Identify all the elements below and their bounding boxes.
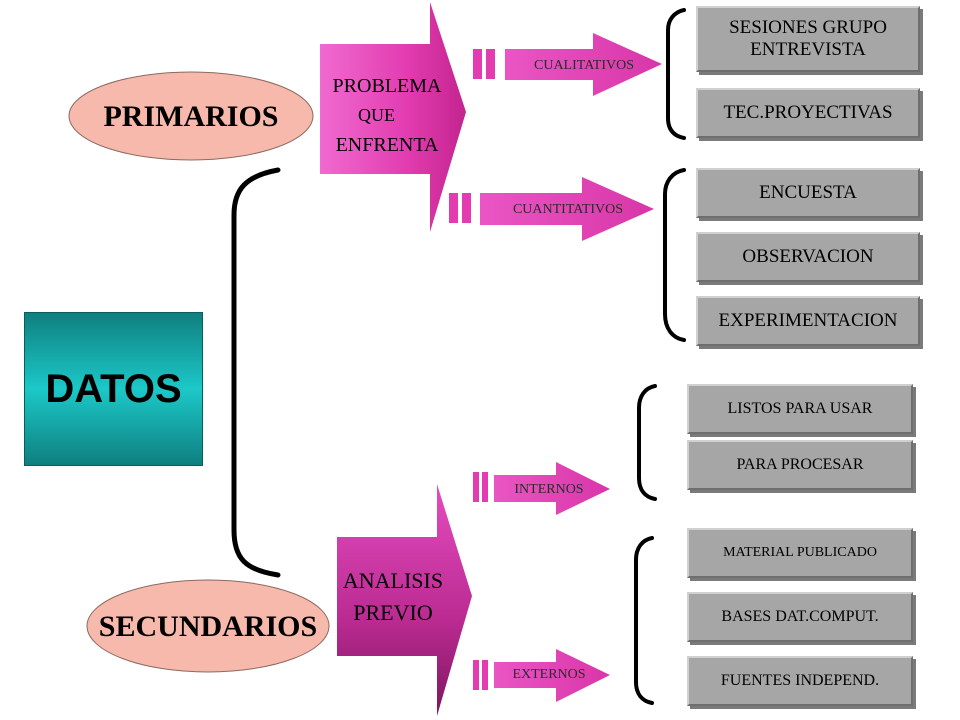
primarios-oval xyxy=(68,71,314,161)
encuesta-text: ENCUESTA xyxy=(759,182,857,204)
bracket-externos xyxy=(634,536,654,705)
bar-cualitativos-2 xyxy=(486,49,495,79)
bases-dat-comput-box: BASES DAT.COMPUT. xyxy=(687,592,913,642)
para-procesar-box: PARA PROCESAR xyxy=(687,440,913,490)
problema-line-1: PROBLEMA xyxy=(332,75,442,97)
material-publicado-box: MATERIAL PUBLICADO xyxy=(687,528,913,578)
cualitativos-label: CUALITATIVOS xyxy=(534,58,634,74)
cuantitativos-label: CUANTITATIVOS xyxy=(512,202,624,218)
secundarios-oval xyxy=(86,579,330,673)
experimentacion-box: EXPERIMENTACION xyxy=(696,296,920,346)
bar-internos-1 xyxy=(473,472,479,502)
bar-externos-2 xyxy=(482,660,488,690)
cuantitativos-arrow xyxy=(480,177,654,241)
main-bracket xyxy=(231,167,281,578)
internos-label: INTERNOS xyxy=(514,482,584,498)
internos-arrow xyxy=(494,462,610,515)
externos-label: EXTERNOS xyxy=(512,667,586,683)
bracket-internos xyxy=(637,384,657,501)
experimentacion-text: EXPERIMENTACION xyxy=(718,310,898,332)
fuentes-independ-box: FUENTES INDEPEND. xyxy=(687,656,913,706)
analisis-line-1: ANALISIS xyxy=(342,567,444,593)
tec-proyectivas-box: TEC.PROYECTIVAS xyxy=(696,88,920,138)
sesiones-grupo-text: SESIONES GRUPO xyxy=(729,17,887,39)
encuesta-box: ENCUESTA xyxy=(696,168,920,218)
para-procesar-text: PARA PROCESAR xyxy=(736,455,864,473)
material-publicado-text: MATERIAL PUBLICADO xyxy=(723,544,877,560)
secundarios-label: SECUNDARIOS xyxy=(98,609,318,643)
fuentes-independ-text: FUENTES INDEPEND. xyxy=(720,671,880,689)
tec-proyectivas-text: TEC.PROYECTIVAS xyxy=(723,102,893,124)
bracket-cualitativos xyxy=(666,8,686,140)
bar-cuantitativos-2 xyxy=(462,193,471,223)
externos-arrow xyxy=(494,649,610,702)
observacion-box: OBSERVACION xyxy=(696,232,920,282)
bases-dat-comput-text: BASES DAT.COMPUT. xyxy=(721,607,879,625)
entrevista-text: ENTREVISTA xyxy=(750,39,866,60)
listos-para-usar-box: LISTOS PARA USAR xyxy=(687,384,913,434)
observacion-text: OBSERVACION xyxy=(742,246,874,268)
bar-externos-1 xyxy=(473,660,479,690)
cualitativos-arrow xyxy=(505,33,662,96)
bar-cualitativos-1 xyxy=(473,49,482,79)
bar-cuantitativos-1 xyxy=(449,193,458,223)
datos-label: DATOS xyxy=(45,366,182,411)
problema-line-2: QUE xyxy=(358,105,395,126)
primarios-label: PRIMARIOS xyxy=(103,99,279,133)
problema-arrow xyxy=(320,2,466,232)
datos-box: DATOS xyxy=(24,312,203,466)
problema-line-3: ENFRENTA xyxy=(335,134,439,156)
listos-para-usar-text: LISTOS PARA USAR xyxy=(727,399,873,417)
bar-internos-2 xyxy=(482,472,488,502)
bracket-cuantitativos xyxy=(663,168,686,342)
analisis-line-2: PREVIO xyxy=(353,599,433,625)
analisis-arrow xyxy=(337,484,472,716)
sesiones-grupo-entrevista-box: SESIONES GRUPO ENTREVISTA xyxy=(696,6,920,72)
